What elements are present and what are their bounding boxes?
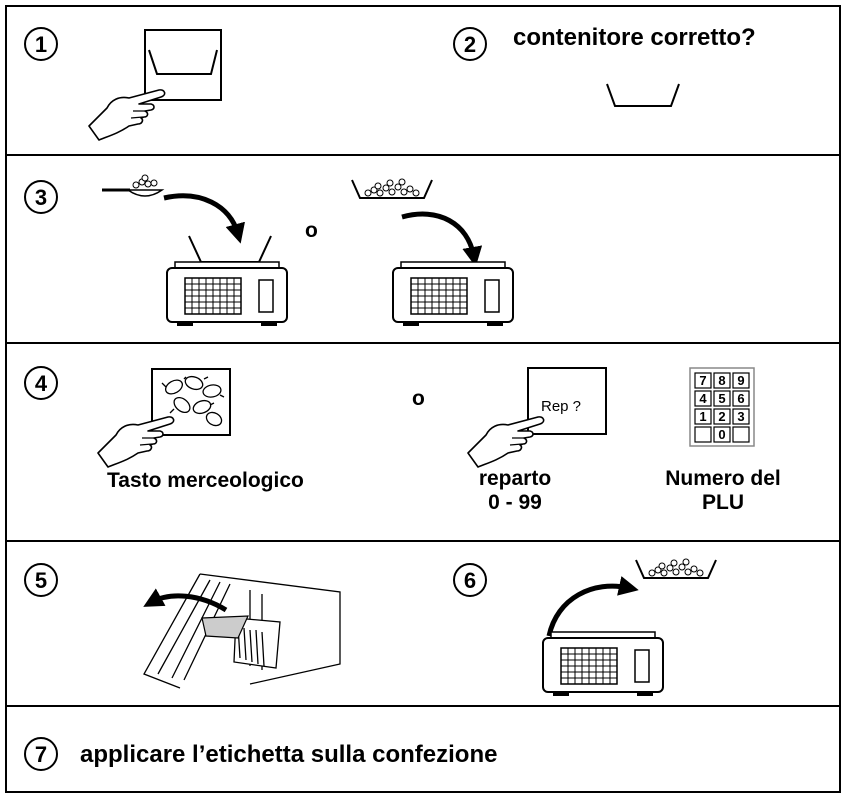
- keypad-key: [713, 390, 731, 407]
- step-2-text: contenitore corretto?: [513, 24, 756, 51]
- keypad-key: [694, 390, 712, 407]
- keypad-key-label: 9: [737, 373, 744, 388]
- divider: [5, 342, 841, 344]
- keypad-key: [694, 426, 712, 443]
- keypad-key-label: 5: [718, 391, 725, 406]
- keypad-key: [732, 372, 750, 389]
- container-key-icon: [88, 29, 222, 141]
- keypad-key: [732, 390, 750, 407]
- divider: [5, 540, 841, 542]
- keypad-key-label: 0: [718, 427, 725, 442]
- keypad-key: [732, 426, 750, 443]
- step-number-3: 3: [24, 180, 58, 214]
- plu-label-line1: Numero del: [665, 467, 781, 490]
- department-label: reparto 0 - 99: [470, 467, 560, 515]
- department-label-line2: 0 - 99: [488, 491, 542, 515]
- keypad-key: [713, 408, 731, 425]
- weighing-scale-icon: [392, 261, 514, 327]
- step-number-6: 6: [453, 563, 487, 597]
- keypad-key: [713, 426, 731, 443]
- step-number-5: 5: [24, 563, 58, 597]
- container-tray-icon: [606, 83, 680, 107]
- curved-arrow-icon: [546, 576, 639, 637]
- step-number-2: 2: [453, 27, 487, 61]
- keypad-key-label: 6: [737, 391, 744, 406]
- divider: [5, 154, 841, 156]
- keypad-key-label: 2: [718, 409, 725, 424]
- merchandise-key-icon: [97, 368, 231, 468]
- keypad-key-label: 4: [699, 391, 707, 406]
- keypad-key: [732, 408, 750, 425]
- step-number-7: 7: [24, 737, 58, 771]
- candies-basket-icon: [635, 558, 717, 579]
- instruction-frame: [5, 5, 841, 793]
- keypad-key-label: 8: [718, 373, 725, 388]
- candies-icon: [161, 375, 225, 427]
- keypad-key: [694, 372, 712, 389]
- divider: [5, 705, 841, 707]
- step-number-4: 4: [24, 366, 58, 400]
- or-label: o: [305, 219, 318, 242]
- label-printer-icon: [143, 573, 341, 689]
- keypad-key: [713, 372, 731, 389]
- keypad-key-label: 3: [737, 409, 744, 424]
- rep-key-text: Rep ?: [541, 398, 582, 415]
- plu-label-line2: PLU: [702, 491, 744, 515]
- department-label-line1: reparto: [478, 467, 552, 490]
- plu-label: Numero del PLU: [648, 467, 798, 515]
- merch-key-label: Tasto merceologico: [107, 469, 304, 492]
- or-label: o: [412, 387, 425, 410]
- scoop-icon: [102, 174, 165, 197]
- step-7-text: applicare l’etichetta sulla confezione: [80, 741, 498, 768]
- keypad-key-label: 1: [699, 409, 706, 424]
- curved-arrow-icon: [163, 193, 245, 244]
- department-key-icon: [467, 367, 607, 468]
- weighing-scale-icon: [542, 631, 664, 697]
- step-number-1: 1: [24, 27, 58, 61]
- candies-basket-icon: [351, 178, 433, 199]
- curved-arrow-icon: [401, 211, 483, 267]
- keypad-key-label: 7: [699, 373, 706, 388]
- weighing-scale-icon: [166, 235, 288, 327]
- keypad-key: [694, 408, 712, 425]
